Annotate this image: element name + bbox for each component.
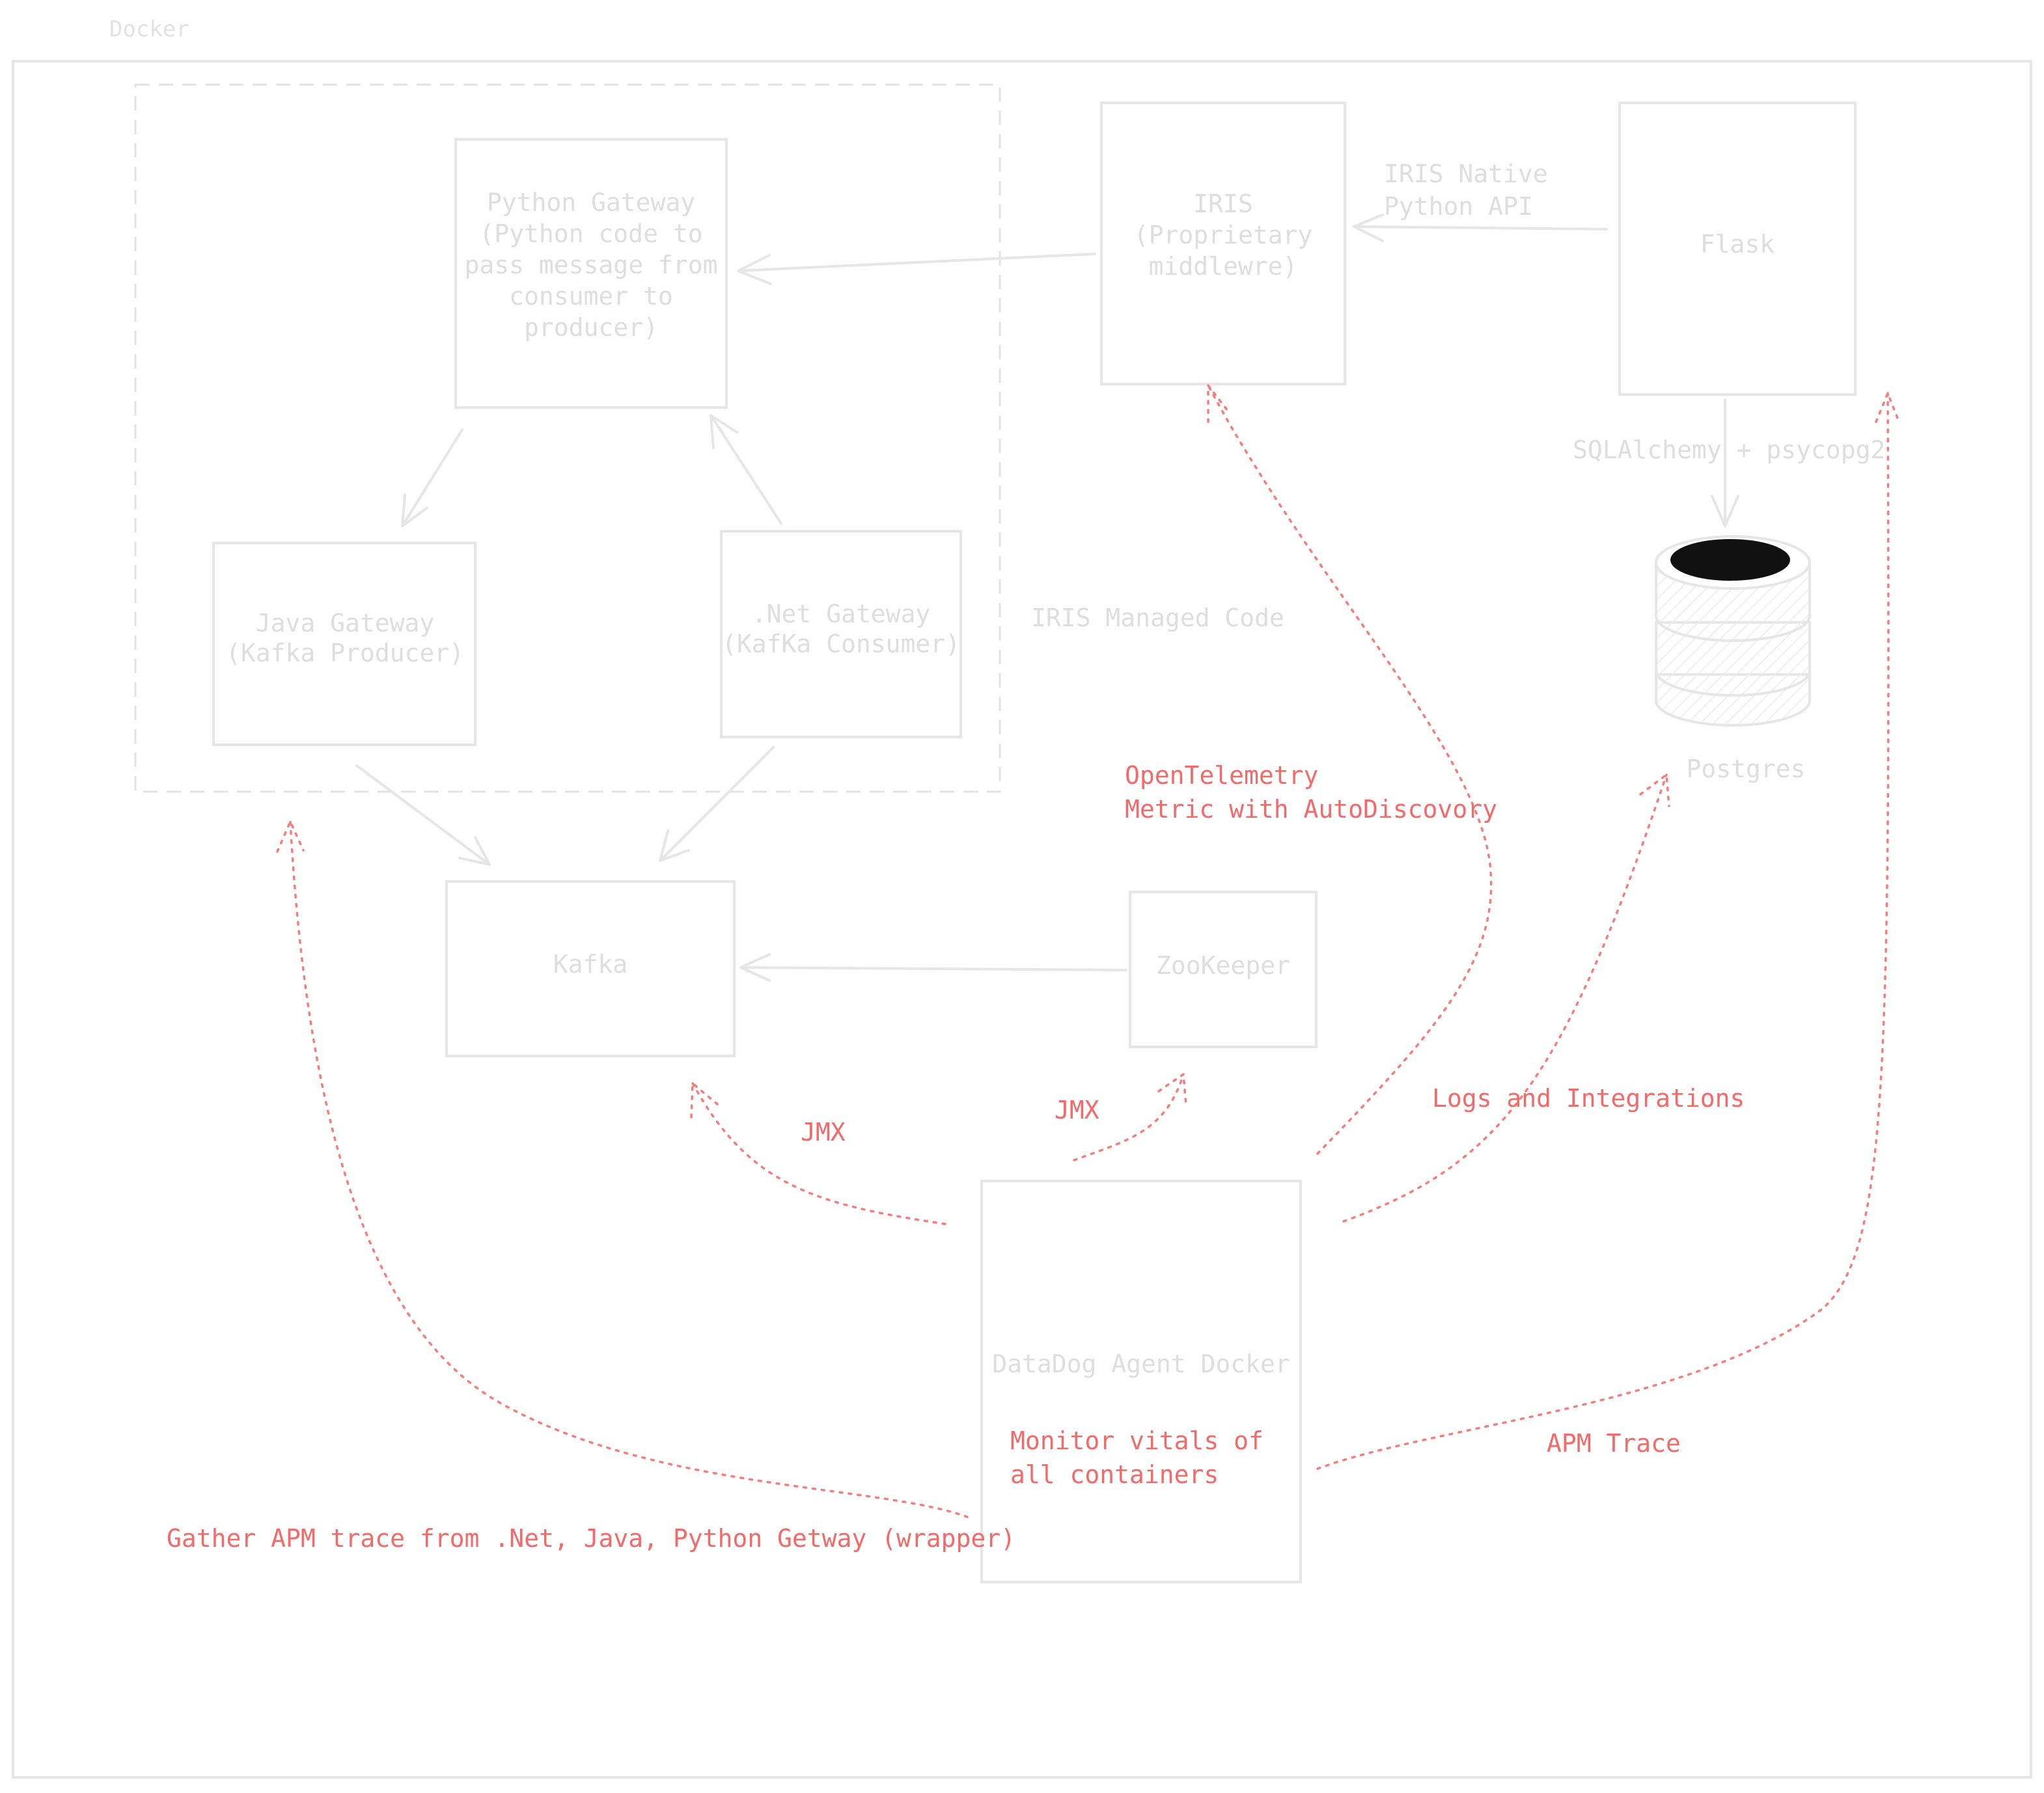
svg-text:all containers: all containers [1010, 1460, 1219, 1489]
datadog-agent-box [980, 1180, 1302, 1583]
svg-text:Python Gateway: Python Gateway [487, 188, 695, 217]
iris-box [1100, 102, 1346, 385]
gather-apm-arrow-to-gateways [276, 820, 969, 1518]
kafka-label: Kafka [553, 950, 628, 979]
arrow-iris-to-python-gateway [737, 253, 1096, 285]
apm-arrow-to-flask [1316, 392, 1901, 1470]
docker-label: Docker [109, 16, 189, 42]
zookeeper-box [1129, 891, 1318, 1048]
docker-frame [12, 60, 2032, 1779]
gather-apm-label: Gather APM trace from .Net, Java, Python… [167, 1524, 1015, 1553]
flask-box [1618, 102, 1857, 396]
arrow-flask-to-postgres [1711, 398, 1739, 527]
svg-text:Python API: Python API [1384, 192, 1533, 221]
arrow-net-to-python [710, 414, 782, 525]
arrow-zookeeper-to-kafka [739, 953, 1127, 982]
iris-label: IRIS (Proprietary middlewre) [1134, 189, 1313, 281]
svg-text:consumer to: consumer to [509, 282, 673, 311]
svg-text:pass message from: pass message from [465, 251, 718, 279]
svg-text:Monitor vitals of: Monitor vitals of [1010, 1426, 1264, 1455]
svg-text:(Python code to: (Python code to [479, 219, 702, 248]
postgres-label: Postgres [1686, 755, 1805, 783]
kafka-box [445, 880, 736, 1057]
jmx-zookeeper-label: JMX [1055, 1096, 1099, 1124]
apm-trace-label: APM Trace [1547, 1429, 1681, 1458]
logs-arrow-to-postgres [1342, 773, 1670, 1223]
svg-text:Metric with AutoDiscovory: Metric with AutoDiscovory [1125, 795, 1497, 824]
datadog-monitor-note: Monitor vitals of all containers [1010, 1426, 1264, 1489]
svg-text:producer): producer) [524, 313, 658, 342]
iris-managed-code-group [134, 83, 1001, 793]
svg-text:.Net Gateway: .Net Gateway [752, 600, 931, 628]
logs-integrations-label: Logs and Integrations [1432, 1084, 1745, 1113]
python-gateway-label: Python Gateway (Python code to pass mess… [465, 188, 718, 342]
arrow-python-to-java [401, 428, 463, 527]
arrow-flask-to-iris [1353, 214, 1608, 242]
svg-text:(Proprietary: (Proprietary [1134, 221, 1313, 249]
svg-text:IRIS Native: IRIS Native [1384, 160, 1548, 188]
opentelemetry-label: OpenTelemetry Metric with AutoDiscovory [1125, 761, 1497, 824]
jmx-kafka-label: JMX [801, 1118, 846, 1147]
net-gateway-label: .Net Gateway (KafKa Consumer) [722, 600, 960, 658]
managed-code-label: IRIS Managed Code [1031, 604, 1284, 632]
datadog-agent-label: DataDog Agent Docker [992, 1350, 1290, 1378]
python-gateway-box [454, 138, 728, 409]
java-gateway-label: Java Gateway (Kafka Producer) [226, 609, 464, 667]
svg-text:(KafKa Consumer): (KafKa Consumer) [722, 630, 960, 658]
svg-text:OpenTelemetry: OpenTelemetry [1125, 761, 1318, 790]
flask-label: Flask [1700, 230, 1775, 258]
zookeeper-label: ZooKeeper [1156, 951, 1290, 980]
svg-text:Java Gateway: Java Gateway [256, 609, 435, 637]
database-icon [1655, 535, 1811, 727]
svg-text:IRIS: IRIS [1193, 189, 1253, 218]
arrow-net-to-kafka [659, 746, 775, 862]
svg-text:middlewre): middlewre) [1149, 252, 1298, 281]
jmx-arrow-to-kafka [690, 1082, 946, 1225]
jmx-arrow-to-zookeeper [1073, 1073, 1187, 1161]
sqlalchemy-label: SQLAlchemy + psycopg2 [1573, 436, 1885, 464]
svg-text:(Kafka Producer): (Kafka Producer) [226, 639, 464, 667]
arrow-java-to-kafka [355, 764, 491, 866]
net-gateway-box [720, 530, 962, 738]
iris-native-label: IRIS Native Python API [1384, 160, 1548, 221]
otel-arrow-to-iris [1207, 384, 1493, 1155]
java-gateway-box [212, 542, 476, 746]
